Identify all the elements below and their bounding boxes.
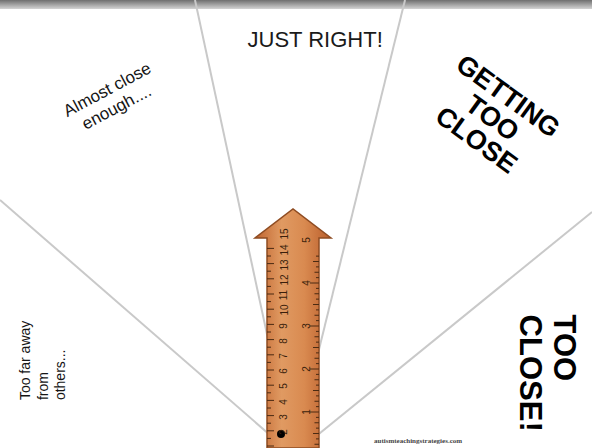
ruler-number: 13 — [279, 259, 289, 270]
zone-label: Almost close enough.... — [50, 53, 174, 144]
ruler-tick — [267, 408, 271, 409]
ruler-tick — [313, 347, 319, 348]
zone-label: TOO CLOSE! — [512, 315, 580, 440]
ruler-tick — [267, 332, 271, 333]
ruler-tick — [313, 261, 319, 262]
watermark: autismteachingstrategies.com — [374, 438, 462, 445]
ruler-tick — [316, 256, 319, 257]
zone-label: JUST RIGHT! — [248, 28, 383, 52]
ruler-tick — [267, 263, 274, 264]
zone-label: GETTING TOO CLOSE — [412, 44, 573, 192]
ruler-tick — [267, 256, 271, 257]
ruler-number: 14 — [279, 244, 289, 255]
ruler-tick — [316, 406, 319, 407]
ruler-tick — [316, 288, 319, 289]
ruler-tick — [315, 336, 320, 337]
ruler-tick — [267, 278, 274, 279]
ruler-tick — [313, 433, 319, 434]
ruler-number: 12 — [279, 274, 289, 285]
ruler-tick — [316, 428, 319, 429]
ruler-tick — [267, 392, 271, 393]
ruler-tick — [315, 401, 320, 402]
ruler-tick — [267, 248, 274, 249]
ruler-tick — [267, 354, 274, 355]
ruler-tick — [316, 331, 319, 332]
ruler-tick — [267, 377, 271, 378]
ruler-tick — [267, 324, 274, 325]
ruler-tick — [313, 304, 319, 305]
ruler-tick — [316, 309, 319, 310]
ruler-number: 4 — [279, 399, 289, 405]
ruler-number: 5 — [279, 384, 289, 390]
ruler-number: 1 — [302, 409, 312, 415]
ruler-ticks — [267, 248, 319, 446]
ruler-tick — [316, 363, 319, 364]
ruler-tick — [267, 400, 274, 401]
ruler-tick — [316, 352, 319, 353]
ruler-tick — [267, 362, 271, 363]
ruler-tick — [267, 385, 274, 386]
ruler-tick — [267, 430, 274, 431]
ruler-tick — [316, 299, 319, 300]
ruler-number: 7 — [279, 353, 289, 359]
ruler-tick — [315, 422, 320, 423]
ruler-number: 4 — [302, 280, 312, 286]
ruler-number: 2 — [279, 429, 289, 435]
ruler-number: 3 — [279, 414, 289, 420]
ruler-tick — [316, 395, 319, 396]
ruler-tick — [267, 286, 271, 287]
ruler-number: 3 — [302, 323, 312, 329]
ruler-arrow — [255, 209, 331, 448]
ruler-tick — [267, 370, 274, 371]
ruler-tick — [267, 309, 274, 310]
ruler-tick — [316, 417, 319, 418]
zone-label: Too far away from others... — [17, 318, 70, 400]
ruler-tick — [316, 320, 319, 321]
ruler-tick — [267, 423, 271, 424]
ruler-number: 15 — [279, 229, 289, 240]
ruler-tick — [267, 339, 274, 340]
ruler-tick — [267, 446, 274, 447]
ruler-number: 6 — [279, 368, 289, 374]
ruler-number: 2 — [302, 366, 312, 372]
ruler-tick — [267, 438, 271, 439]
ruler-tick — [315, 358, 320, 359]
ruler-tick — [315, 444, 320, 445]
ruler-tick — [267, 301, 271, 302]
ruler-number: 9 — [279, 323, 289, 329]
ruler-tick — [315, 315, 320, 316]
ruler-tick — [316, 277, 319, 278]
ruler-tick — [315, 379, 320, 380]
ruler-tick — [313, 390, 319, 391]
ruler-tick — [267, 316, 271, 317]
ruler-tick — [316, 385, 319, 386]
ruler-tick — [316, 374, 319, 375]
ruler-number: 11 — [279, 290, 289, 300]
zone-divider — [0, 200, 293, 448]
ruler-tick — [315, 293, 320, 294]
ruler-tick — [267, 294, 274, 295]
ruler-tick — [267, 347, 271, 348]
ruler-tick — [316, 266, 319, 267]
ruler-number: 5 — [302, 237, 312, 243]
top-bar — [0, 0, 592, 9]
ruler-number: 10 — [279, 305, 289, 316]
ruler-tick — [267, 271, 271, 272]
ruler-tick — [315, 272, 320, 273]
ruler-tick — [316, 342, 319, 343]
zone-divider — [293, 212, 592, 448]
ruler-tick — [267, 415, 274, 416]
ruler-tick — [316, 438, 319, 439]
ruler-number: 8 — [279, 338, 289, 344]
